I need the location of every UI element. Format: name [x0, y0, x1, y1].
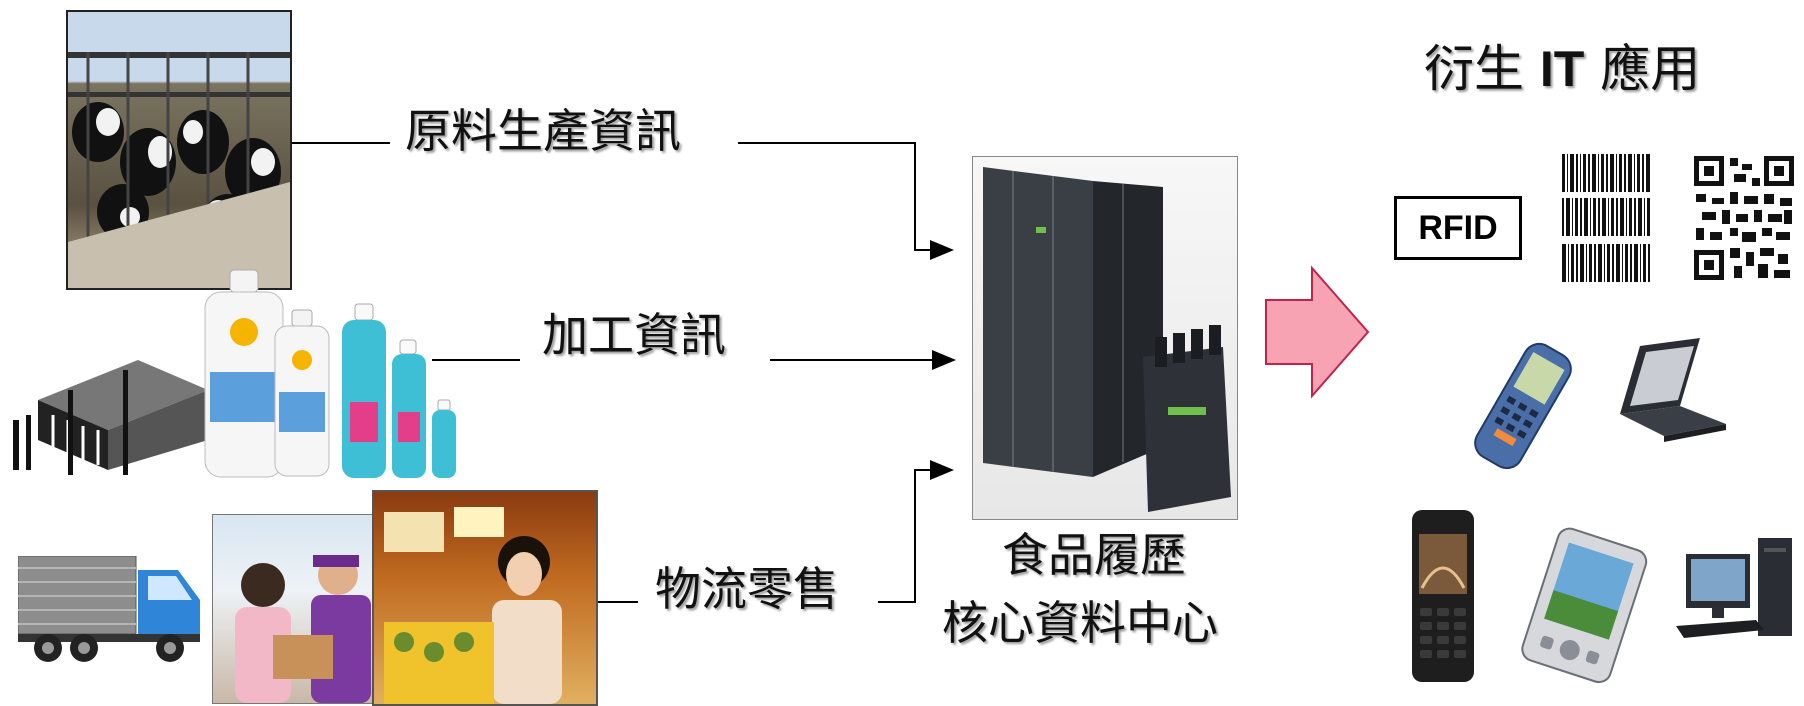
core-data-center-title: 核心資料中心: [942, 596, 1218, 650]
rfid-label: RFID: [1418, 208, 1498, 247]
retail-store-photo: [372, 490, 598, 706]
qr-code-icon: [1694, 156, 1794, 280]
title-it: IT: [1539, 41, 1585, 97]
pda-graphic: [1521, 527, 1648, 684]
dairy-farm-photo: [66, 10, 292, 290]
title-prefix: 衍生: [1424, 40, 1524, 98]
dairy-bottles-icon: [200, 262, 460, 482]
pda-icon: [1508, 526, 1658, 686]
handheld-scanner-icon: [1468, 334, 1578, 478]
phone-graphic: [1412, 510, 1474, 682]
factory-icon: [8, 360, 208, 480]
rfid-tag: RFID: [1394, 196, 1522, 260]
data-center-server-photo: [972, 156, 1238, 520]
raw-material-info-label: 原料生產資訊: [405, 104, 681, 158]
desktop-computer-icon: [1676, 534, 1796, 646]
delivery-people-photo: [212, 514, 394, 704]
raw-material-arrow: [738, 142, 954, 260]
barcode-graphic: [1562, 154, 1650, 282]
cows-graphic: [68, 52, 290, 288]
delivery-truck-icon: [17, 555, 208, 666]
retail-store-graphic: [384, 507, 562, 704]
it-applications-title: 衍生 IT 應用: [1424, 44, 1700, 94]
scanner-graphic: [1474, 342, 1572, 470]
truck-graphic: [17, 555, 200, 662]
food-traceability-title: 食品履歷: [1002, 528, 1186, 582]
mobile-phone-icon: [1410, 508, 1476, 684]
barcode-icon: [1562, 154, 1650, 282]
logistics-retail-label: 物流零售: [655, 562, 839, 616]
logistics-arrow: [878, 460, 954, 603]
desktop-graphic: [1676, 538, 1792, 638]
title-suffix: 應用: [1600, 40, 1701, 98]
delivery-people-graphic: [235, 555, 371, 703]
laptop-graphic: [1620, 338, 1726, 442]
bottles-graphic: [204, 269, 456, 478]
factory-graphic: [13, 360, 208, 475]
big-right-arrow: [1265, 265, 1370, 399]
server-graphic: [983, 167, 1231, 512]
qr-code-graphic: [1694, 156, 1794, 280]
laptop-icon: [1620, 336, 1730, 446]
processing-info-label: 加工資訊: [542, 308, 726, 362]
